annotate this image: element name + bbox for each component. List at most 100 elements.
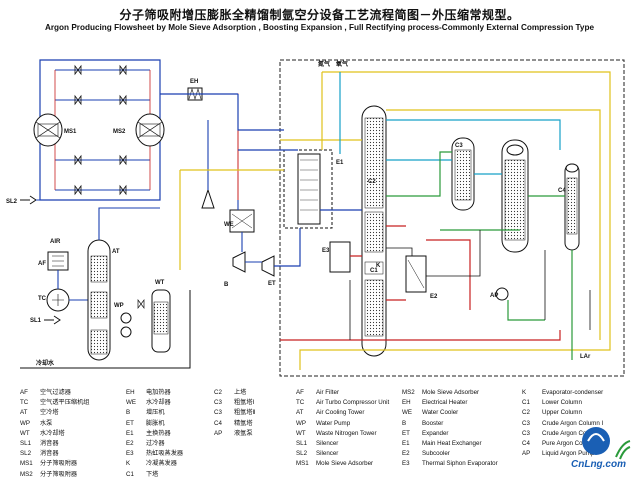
- legend-code: C4: [214, 419, 222, 427]
- crude-argon-column-1: [451, 137, 475, 211]
- legend-description: Electrical Heater: [422, 399, 468, 407]
- legend-code: C3: [214, 409, 222, 417]
- legend-description: 空气透平压缩机组: [40, 399, 90, 407]
- legend-code: B: [126, 409, 131, 417]
- legend-description: Crude Argon Column II: [542, 429, 605, 437]
- diagram-title-english: Argon Producing Flowsheet by Mole Sieve …: [44, 23, 595, 32]
- legend-entry: ET 膨胀机: [126, 419, 183, 429]
- eh-label: EH: [190, 79, 198, 85]
- ap-label: AP: [490, 293, 498, 299]
- legend-code: C3: [214, 399, 222, 407]
- main-column: [361, 105, 387, 357]
- legend-description: 增压机: [146, 409, 165, 417]
- adsorber-section: MS1 MS2 EH SL2: [6, 59, 239, 205]
- legend-description: 主换热器: [146, 429, 171, 437]
- legend-code: WP: [296, 419, 306, 427]
- sl1-label: SL1: [30, 318, 42, 324]
- legend-code: TC: [20, 399, 29, 407]
- legend-code: EH: [402, 399, 411, 407]
- legend-code: MS2: [402, 389, 415, 396]
- legend-description: 空气过滤器: [40, 389, 71, 396]
- legend-code: K: [522, 389, 527, 396]
- legend-entry: MS1 分子筛吸附器: [20, 459, 90, 469]
- c2-label: C2: [368, 179, 376, 185]
- legend-code: MS1: [20, 460, 33, 468]
- ms1-label: MS1: [64, 129, 77, 135]
- legend-code: AT: [296, 409, 304, 417]
- legend-entry: SL1 Silencer: [296, 439, 389, 449]
- legend-description: 液氩泵: [234, 429, 253, 437]
- legend-description: Lower Column: [542, 399, 582, 407]
- legend-description: 水冷却器: [146, 399, 171, 407]
- legend-description: 过冷器: [146, 440, 165, 448]
- c4-label: C4: [558, 188, 566, 194]
- legend-description: 消音器: [40, 450, 59, 458]
- legend-code: E1: [402, 440, 410, 448]
- af-label: AF: [38, 261, 46, 267]
- legend-entry: WP Water Pump: [296, 419, 389, 429]
- legend-entry: WT 水冷却塔: [20, 429, 90, 439]
- legend-code: SL1: [296, 440, 308, 448]
- air-label: AIR: [50, 239, 61, 245]
- b-label: B: [224, 282, 229, 288]
- legend-description: Evaporator-condenser: [542, 389, 604, 396]
- legend-description: 膨胀机: [146, 419, 165, 427]
- legend-code: MS1: [296, 460, 309, 468]
- main-heat-exchanger: [283, 149, 333, 229]
- legend-description: Water Cooler: [422, 409, 459, 417]
- legend-description: Upper Column: [542, 409, 582, 417]
- legend-description: Booster: [422, 419, 444, 427]
- legend-code: WE: [126, 399, 136, 407]
- wt-label: WT: [155, 280, 165, 286]
- legend-entry: TC 空气透平压缩机组: [20, 398, 90, 408]
- cooling-water-label: 冷却水: [36, 359, 55, 367]
- legend-code: WT: [20, 429, 30, 437]
- legend-description: 水泵: [40, 419, 53, 427]
- legend-code: C1: [126, 470, 134, 478]
- sl2-label: SL2: [6, 199, 18, 205]
- legend-code: C2: [214, 389, 222, 396]
- wp-label: WP: [114, 303, 124, 309]
- c3-label: C3: [455, 143, 463, 149]
- legend-description: 分子筛吸附器: [40, 460, 78, 468]
- et-label: ET: [268, 281, 276, 287]
- legend-description: Silencer: [316, 440, 339, 448]
- legend-code: WT: [296, 429, 306, 437]
- water-pump-1: [120, 312, 132, 324]
- legend-description: Water Pump: [316, 419, 351, 427]
- lar-label: LAr: [580, 354, 591, 360]
- legend-description: Mole Sieve Adsorber: [316, 460, 374, 468]
- nitrogen-gas-label: 氮气: [318, 60, 330, 68]
- legend-description: 粗氩塔Ⅰ: [234, 399, 255, 407]
- legend-description: Air Turbo Compressor Unit: [316, 399, 390, 407]
- legend-description: Air Cooling Tower: [316, 409, 365, 417]
- legend-code: C1: [522, 399, 530, 407]
- legend-code: ET: [126, 419, 134, 427]
- k-label: K: [376, 263, 381, 269]
- c1-label: C1: [370, 268, 378, 274]
- legend-code: E1: [126, 429, 134, 437]
- legend-description: 水冷却塔: [40, 429, 65, 437]
- legend-code: AP: [522, 450, 531, 458]
- tc-label: TC: [38, 296, 47, 302]
- legend-description: Crude Argon Column I: [542, 419, 604, 427]
- legend-code: K: [126, 460, 131, 468]
- legend-code: E2: [126, 440, 134, 448]
- e2-label: E2: [430, 294, 438, 300]
